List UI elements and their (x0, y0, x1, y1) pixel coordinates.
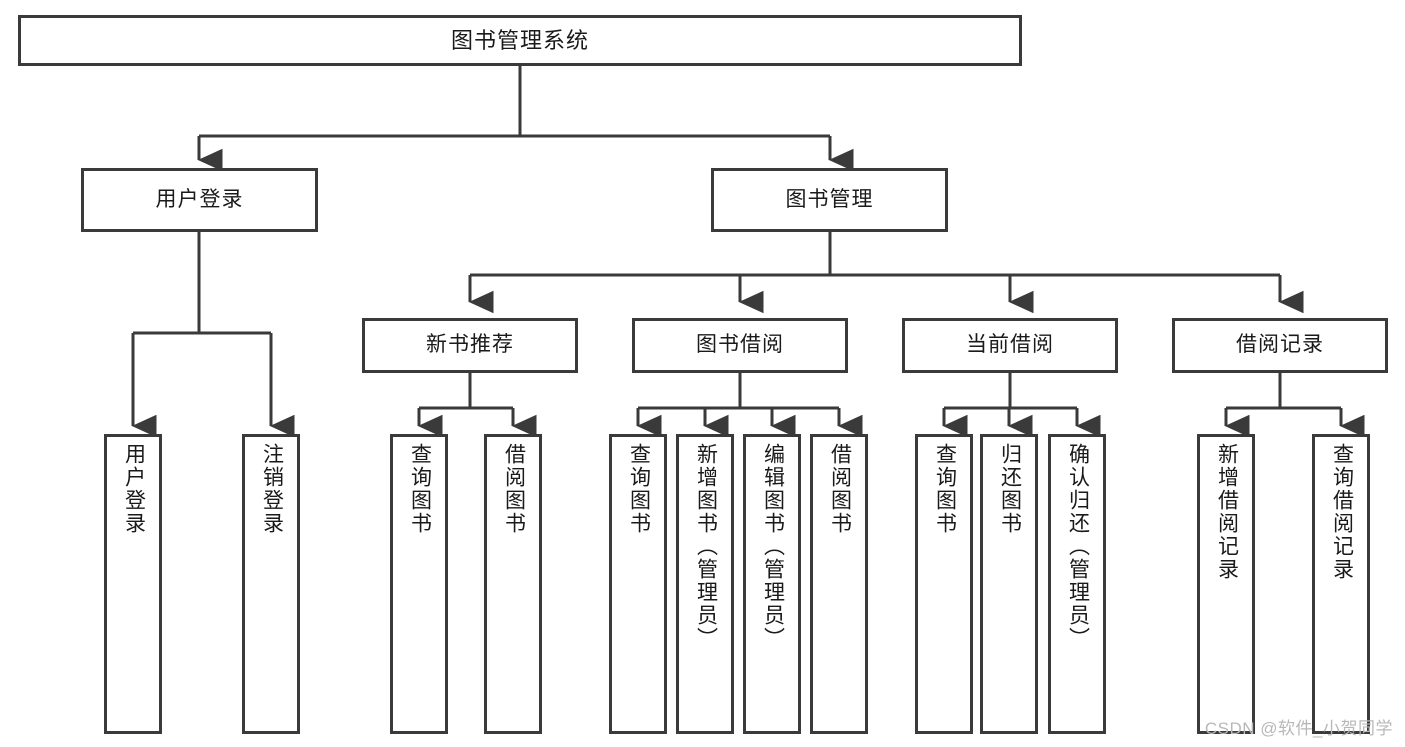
node-label: 借阅记录 (1236, 333, 1324, 357)
node-label: 图书管理系统 (450, 27, 589, 53)
node-root-book-management-system[interactable]: 图书管理系统 (18, 15, 1022, 66)
node-label: 确认归还（管理员） (1066, 443, 1090, 650)
node-leaf-add-borrow-record[interactable]: 新增借阅记录 (1197, 434, 1255, 734)
node-leaf-logout[interactable]: 注销登录 (242, 434, 300, 734)
node-label: 查询借阅记录 (1330, 443, 1354, 581)
node-label: 查询图书 (933, 443, 957, 535)
node-book-borrow[interactable]: 图书借阅 (632, 318, 848, 373)
node-leaf-return-book[interactable]: 归还图书 (980, 434, 1038, 734)
node-label: 注销登录 (260, 443, 284, 535)
node-new-book-recommend[interactable]: 新书推荐 (362, 318, 578, 373)
node-leaf-query-borrow-record[interactable]: 查询借阅记录 (1312, 434, 1370, 734)
node-leaf-edit-book-admin[interactable]: 编辑图书（管理员） (743, 434, 801, 734)
node-label: 图书借阅 (696, 333, 784, 357)
node-label: 新增图书（管理员） (694, 443, 718, 650)
node-label: 查询图书 (627, 443, 651, 535)
node-leaf-confirm-return-admin[interactable]: 确认归还（管理员） (1048, 434, 1106, 734)
node-label: 用户登录 (155, 187, 244, 211)
node-leaf-query-book-borrow[interactable]: 查询图书 (609, 434, 667, 734)
node-label: 借阅图书 (828, 443, 852, 535)
node-leaf-query-book-current[interactable]: 查询图书 (915, 434, 973, 734)
node-user-login[interactable]: 用户登录 (81, 168, 318, 232)
node-label: 查询图书 (408, 443, 432, 535)
node-leaf-add-book-admin[interactable]: 新增图书（管理员） (676, 434, 734, 734)
node-label: 用户登录 (122, 443, 146, 535)
node-leaf-query-book-recommend[interactable]: 查询图书 (390, 434, 448, 734)
node-leaf-user-login[interactable]: 用户登录 (104, 434, 162, 734)
node-leaf-borrow-book-recommend[interactable]: 借阅图书 (484, 434, 542, 734)
node-label: 借阅图书 (502, 443, 526, 535)
node-leaf-borrow-book[interactable]: 借阅图书 (810, 434, 868, 734)
node-label: 归还图书 (998, 443, 1022, 535)
node-label: 编辑图书（管理员） (761, 443, 785, 650)
node-borrow-record[interactable]: 借阅记录 (1172, 318, 1388, 373)
node-label: 新增借阅记录 (1215, 443, 1239, 581)
node-label: 新书推荐 (426, 333, 514, 357)
node-book-management[interactable]: 图书管理 (711, 168, 948, 232)
node-label: 图书管理 (785, 187, 874, 211)
csdn-watermark: CSDN @软件_小贺同学 (1204, 719, 1393, 738)
node-label: 当前借阅 (966, 333, 1054, 357)
node-current-borrow[interactable]: 当前借阅 (902, 318, 1118, 373)
